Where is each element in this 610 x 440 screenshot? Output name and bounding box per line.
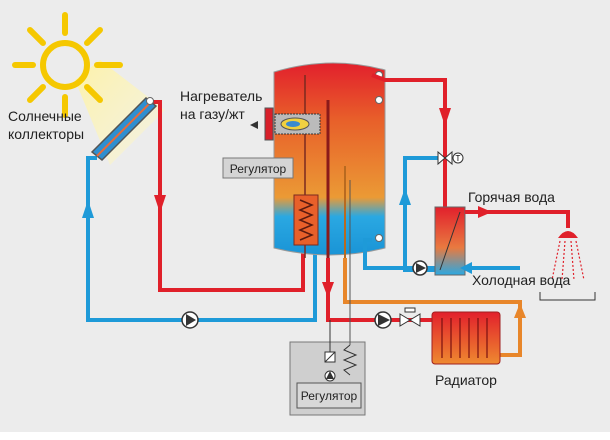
hot-water-pipe (371, 73, 447, 210)
heating-coil (293, 194, 319, 246)
sun-icon (12, 12, 123, 118)
radiator-label: Радиатор (435, 372, 497, 388)
gas-burner (250, 107, 321, 141)
heater-label-1: Нагреватель (180, 88, 262, 104)
collectors-label-2: коллекторы (8, 126, 84, 142)
flow-arrow-up-icon (82, 200, 94, 218)
pump-icon (412, 260, 428, 276)
boiler-regulator-label: Регулятор (301, 389, 358, 403)
heat-exchanger (434, 206, 466, 276)
pump-icon (374, 311, 392, 329)
sunlight-beam (75, 60, 165, 165)
tank-regulator (222, 157, 294, 179)
pump-icon (181, 311, 199, 329)
flow-arrow-up-icon (399, 188, 411, 205)
solar-cold-pipe (86, 156, 317, 322)
tank-regulator-label: Регулятор (230, 162, 287, 176)
solar-collector (90, 96, 158, 162)
valve-icon (399, 307, 421, 327)
heater-label-2: на газу/жт (180, 106, 245, 122)
valve-t-label: T (456, 154, 461, 163)
hot-water-label: Горячая вода (468, 189, 555, 205)
shower-icon (551, 231, 585, 281)
heating-return-pipe (343, 258, 522, 357)
flow-arrow-down-icon (154, 195, 166, 213)
cold-water-label: Холодная вода (472, 272, 571, 288)
cold-tank-pipe (363, 238, 440, 270)
heating-supply-pipe (326, 258, 432, 322)
collectors-label-1: Солнечные (8, 108, 82, 124)
radiator (431, 311, 501, 365)
mixing-valve-icon: T (437, 150, 464, 166)
solar-hot-pipe (150, 100, 305, 292)
